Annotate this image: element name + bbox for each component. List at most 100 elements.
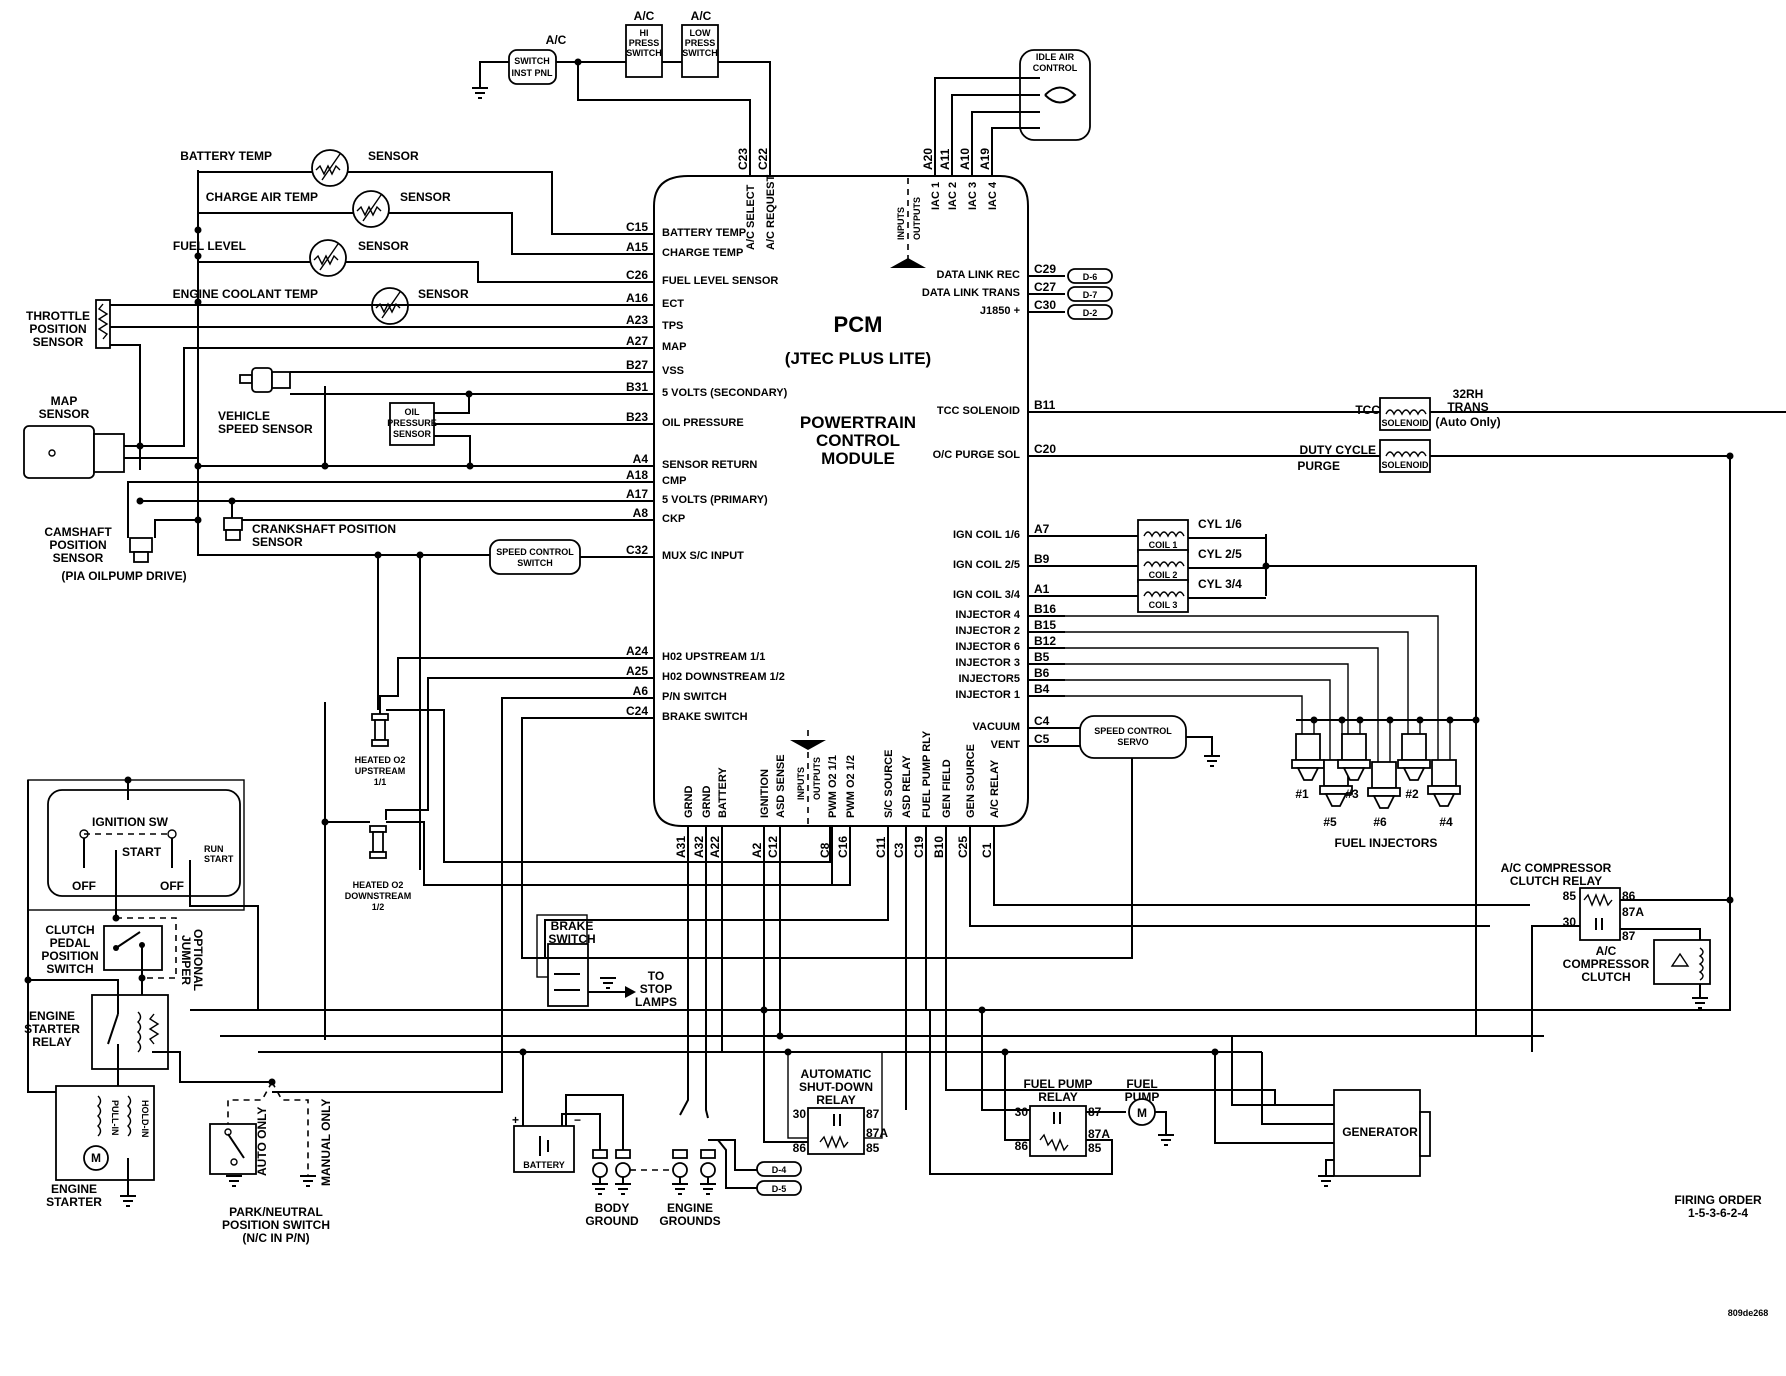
wire-grnd-a32 bbox=[705, 862, 709, 1119]
to-stop-line3: LAMPS bbox=[635, 995, 677, 1009]
starter-motor-label: M bbox=[91, 1151, 101, 1165]
wire-ignition-a2 bbox=[763, 862, 808, 1143]
injector-label: #4 bbox=[1439, 815, 1453, 829]
vss-connector bbox=[271, 371, 291, 389]
jumper-line2: JUMPER bbox=[179, 935, 193, 985]
to-stop-line1: TO bbox=[648, 969, 664, 983]
wire-fp-30 bbox=[981, 1010, 1030, 1111]
pin-function: BATTERY bbox=[717, 767, 729, 818]
wire-ac-relay-30 bbox=[1531, 925, 1580, 1052]
injector-body bbox=[1431, 759, 1457, 787]
eyelet-cap bbox=[700, 1149, 716, 1159]
injector-flange bbox=[1337, 759, 1371, 769]
crank-body bbox=[223, 517, 243, 531]
wire-sc-ground bbox=[197, 520, 490, 556]
wire-iac3 bbox=[971, 111, 1040, 176]
tps-line2: POSITION bbox=[29, 322, 86, 336]
ac-clutch-line3: CLUTCH bbox=[1581, 970, 1630, 984]
pin-label: C8 bbox=[818, 842, 832, 858]
pin-function: ECT bbox=[662, 298, 684, 310]
map-port-icon bbox=[48, 449, 56, 457]
ac-switch-inst-panel: A/C SWITCH INST PNL bbox=[508, 33, 567, 85]
connector-d-7: D-7 bbox=[1067, 286, 1113, 302]
o2-up-line2: UPSTREAM bbox=[355, 766, 406, 776]
asd-pin-85: 85 bbox=[866, 1141, 880, 1155]
crank-tip bbox=[225, 529, 241, 541]
contact bbox=[113, 945, 119, 951]
pin-label: C15 bbox=[626, 220, 648, 234]
clutch-box bbox=[103, 925, 163, 971]
vss-tip bbox=[239, 374, 253, 384]
pin-label: C5 bbox=[1034, 732, 1050, 746]
pin-label: A10 bbox=[958, 148, 972, 170]
pin-function: FUEL LEVEL SENSOR bbox=[662, 275, 778, 287]
injector-label: #2 bbox=[1405, 787, 1419, 801]
tps-resistor-icon bbox=[97, 303, 109, 340]
pin-function: GEN SOURCE bbox=[965, 744, 977, 818]
tps-line3: SENSOR bbox=[33, 335, 84, 349]
pin-function: GRND bbox=[683, 786, 695, 818]
ac-hi-line3: SWITCH bbox=[626, 48, 662, 58]
fuel-injector-4: #4 bbox=[1065, 615, 1461, 829]
pin-function: O/C PURGE SOL bbox=[933, 449, 1021, 461]
pin-label: C25 bbox=[956, 836, 970, 858]
coil-cylinders: CYL 3/4 bbox=[1198, 577, 1242, 591]
tcc-sol-label: SOLENOID bbox=[1381, 418, 1429, 428]
ac-switch-title: A/C bbox=[546, 33, 567, 47]
crank-line2: SENSOR bbox=[252, 535, 303, 549]
optional-jumper bbox=[116, 917, 177, 979]
pin-function: A/C SELECT bbox=[745, 184, 757, 250]
pin-function: IGN COIL 1/6 bbox=[953, 529, 1020, 541]
pin-label: A20 bbox=[921, 148, 935, 170]
pin-function: IAC 1 bbox=[930, 182, 942, 210]
cam-line1: CAMSHAFT bbox=[44, 525, 112, 539]
coil-box bbox=[1137, 519, 1189, 553]
ac-low-line1: LOW bbox=[690, 28, 711, 38]
vss-line1: VEHICLE bbox=[218, 409, 270, 423]
wire-coil-feed bbox=[1266, 565, 1477, 720]
injector-signal-wire bbox=[1065, 631, 1409, 734]
pin-function: 5 VOLTS (PRIMARY) bbox=[662, 494, 768, 506]
pin-label: A2 bbox=[750, 842, 764, 858]
wire-ac-select bbox=[577, 62, 751, 176]
map-line1: MAP bbox=[51, 394, 78, 408]
coil-winding-icon bbox=[1143, 531, 1185, 538]
injector-label: #1 bbox=[1295, 787, 1309, 801]
ac-clutch-line2: COMPRESSOR bbox=[1563, 957, 1650, 971]
battery-box bbox=[513, 1125, 575, 1173]
pin-label: A27 bbox=[626, 334, 648, 348]
wire-sc-source-c11 bbox=[544, 862, 889, 958]
wire-5v-primary bbox=[231, 500, 654, 518]
vss-body bbox=[251, 367, 273, 393]
fuel-pump-line2: PUMP bbox=[1125, 1090, 1160, 1104]
coil-cylinders: CYL 2/5 bbox=[1198, 547, 1242, 561]
pin-function: PWM O2 1/1 bbox=[827, 755, 839, 818]
ac-hi-line1: HI bbox=[640, 28, 649, 38]
thermistor-symbol bbox=[315, 153, 341, 181]
sensor-suffix: SENSOR bbox=[400, 190, 451, 204]
pin-function: SENSOR RETURN bbox=[662, 459, 757, 471]
fp-pin-86: 86 bbox=[1015, 1139, 1029, 1153]
connector-d4: D-4 bbox=[756, 1161, 802, 1177]
pin-label: C1 bbox=[980, 842, 994, 858]
starter-line1: ENGINE bbox=[51, 1182, 97, 1196]
generator-body bbox=[1333, 1089, 1421, 1177]
wire-ground-d5 bbox=[717, 1139, 757, 1189]
pin-label: A1 bbox=[1034, 582, 1050, 596]
wire-ac-return bbox=[1488, 905, 1731, 1011]
firing-order-value: 1-5-3-6-2-4 bbox=[1688, 1206, 1748, 1220]
generator-label: GENERATOR bbox=[1342, 1125, 1418, 1139]
o2-up-base bbox=[371, 739, 389, 747]
pin-label: B27 bbox=[626, 358, 648, 372]
asd-pin-87a: 87A bbox=[866, 1126, 888, 1140]
ac-relay-pin-87: 87 bbox=[1622, 929, 1636, 943]
